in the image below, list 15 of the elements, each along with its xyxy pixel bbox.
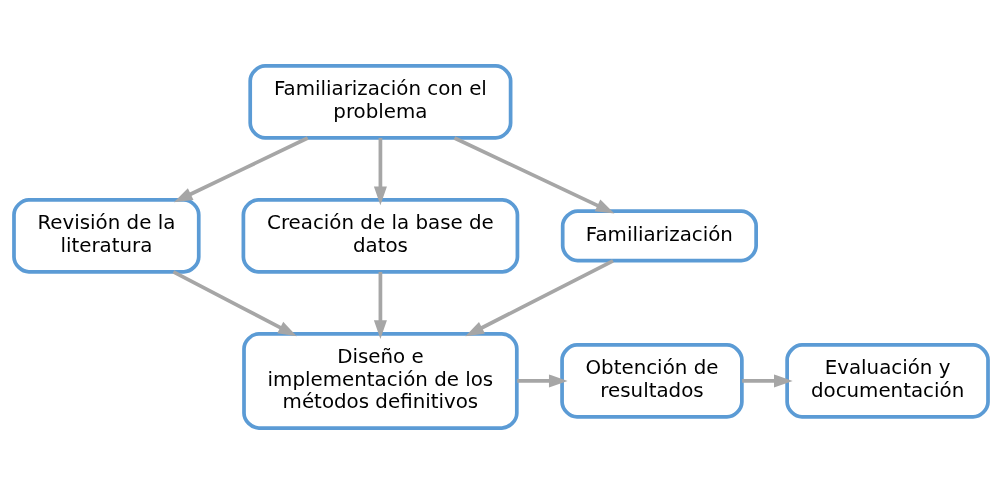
- node-box: Revisión de la literatura: [12, 198, 201, 274]
- node-box: Evaluación y documentación: [785, 343, 990, 419]
- arrow: [453, 136, 615, 214]
- arrow: [742, 374, 793, 388]
- node-box: Diseño e implementación de los métodos definitivos: [242, 331, 519, 430]
- node-box: Obtención de resultados: [560, 343, 744, 419]
- node-box: Familiarización con el problema: [248, 64, 513, 140]
- node-box: Creación de la base de datos: [241, 198, 520, 274]
- arrow: [373, 271, 387, 339]
- arrow: [172, 270, 297, 337]
- arrow: [373, 138, 387, 206]
- arrow: [465, 259, 614, 337]
- arrow: [173, 136, 309, 203]
- arrow: [517, 374, 568, 388]
- node-box: Familiarización: [560, 209, 758, 263]
